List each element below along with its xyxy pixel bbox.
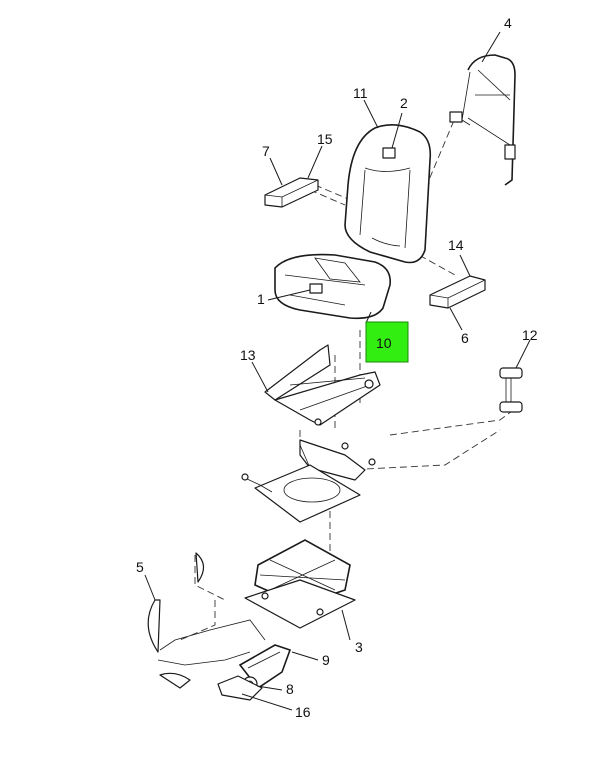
callout-13: 13 (240, 347, 256, 363)
seat-slide-rails-part-13 (264, 344, 381, 426)
side-cover-part-5 (147, 552, 205, 653)
callout-6: 6 (461, 330, 469, 346)
callout-12: 12 (522, 327, 538, 343)
highlight-box-part-10 (365, 321, 409, 363)
callout-4: 4 (504, 15, 512, 31)
leader-lines (144, 31, 531, 711)
callout-3: 3 (355, 639, 363, 655)
seat-cushion-part-1 (274, 253, 392, 320)
callout-2: 2 (400, 95, 408, 111)
callout-15: 15 (317, 131, 333, 147)
suspension-base-part-3 (244, 539, 356, 629)
base-plate (241, 464, 361, 523)
callout-16: 16 (295, 704, 311, 720)
callout-8: 8 (286, 681, 294, 697)
right-armrest-part-6 (429, 275, 486, 309)
callout-numbers: 4 11 2 7 15 14 1 6 10 13 12 5 3 9 8 16 (136, 15, 538, 720)
callout-14: 14 (448, 237, 464, 253)
cable-harness (157, 619, 266, 689)
headrest-frame-part-4 (449, 54, 516, 186)
seat-back-part-11 (344, 124, 432, 264)
mounting-bracket (299, 439, 376, 481)
callout-7: 7 (262, 143, 270, 159)
callout-11: 11 (353, 85, 368, 101)
left-armrest-part-7 (264, 177, 319, 208)
callout-10: 10 (376, 335, 392, 351)
callout-5: 5 (136, 559, 144, 575)
callout-9: 9 (322, 652, 330, 668)
lever-part-16 (217, 675, 263, 701)
shock-link-part-12 (499, 367, 523, 413)
callout-1: 1 (257, 291, 265, 307)
